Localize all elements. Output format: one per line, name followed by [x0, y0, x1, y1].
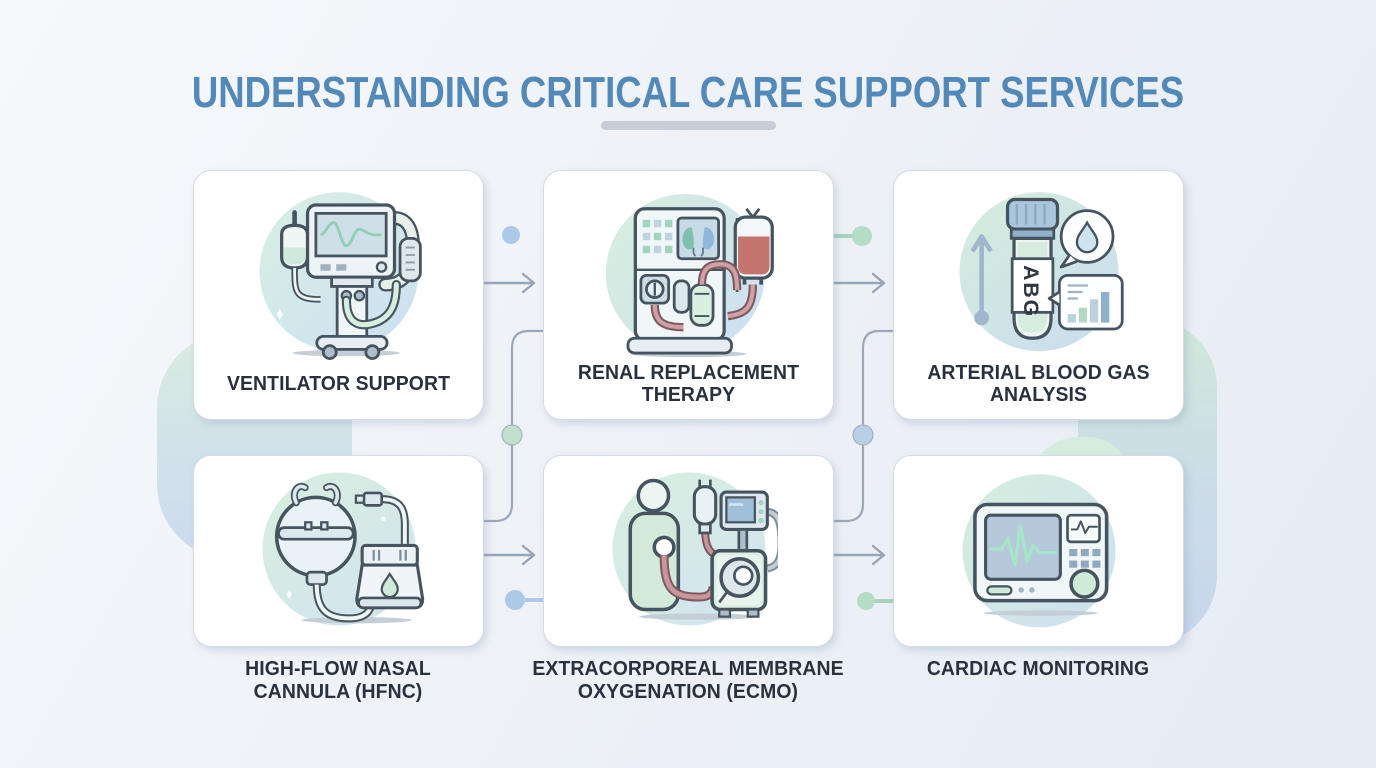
- arrow-right-icon: [831, 544, 886, 566]
- card-label-line: THERAPY: [641, 384, 736, 406]
- connector-dot-blue: [502, 226, 520, 244]
- connector-dot-green: [852, 226, 872, 246]
- abg-label-text: ABG: [1019, 265, 1043, 318]
- card-label: VENTILATOR SUPPORT: [193, 356, 485, 412]
- card-arterial-blood-gas-analysis: ABG ARTERIAL BLOOD GAS ANALYSIS: [893, 170, 1184, 420]
- ventilator-icon: [246, 181, 431, 371]
- card-label-line: CARDIAC MONITORING: [926, 658, 1150, 680]
- cardiac-monitor-icon: [950, 460, 1128, 643]
- card-label: CARDIAC MONITORING: [878, 658, 1198, 681]
- card-label: RENAL REPLACEMENT THERAPY: [543, 356, 835, 412]
- card-label: ARTERIAL BLOOD GAS ANALYSIS: [893, 356, 1185, 412]
- card-high-flow-nasal-cannula: [193, 455, 484, 647]
- arrow-right-icon: [831, 272, 886, 294]
- card-ventilator-support: VENTILATOR SUPPORT: [193, 170, 484, 420]
- card-label: HIGH-FLOW NASAL CANNULA (HFNC): [178, 658, 498, 703]
- card-label-line: ANALYSIS: [989, 384, 1088, 406]
- card-label-line: CANNULA (HFNC): [253, 680, 423, 703]
- connector-dot-blue: [505, 590, 525, 610]
- card-label-line: OXYGENATION (ECMO): [577, 680, 799, 703]
- ecmo-circuit-icon: [600, 460, 786, 643]
- arrow-right-icon: [481, 544, 536, 566]
- nasal-cannula-humidifier-icon: [250, 460, 428, 643]
- card-cardiac-monitoring: [893, 455, 1184, 647]
- connector-dot-teal-mid: [501, 424, 523, 446]
- abg-test-tube-icon: ABG: [946, 181, 1131, 371]
- card-label: EXTRACORPOREAL MEMBRANE OXYGENATION (ECM…: [528, 658, 848, 703]
- card-label-line: HIGH-FLOW NASAL: [245, 658, 431, 680]
- page-title: UNDERSTANDING CRITICAL CARE SUPPORT SERV…: [191, 68, 1185, 117]
- card-label-line: RENAL REPLACEMENT: [577, 361, 800, 384]
- card-renal-replacement-therapy: RENAL REPLACEMENT THERAPY: [543, 170, 834, 420]
- card-label-line: EXTRACORPOREAL MEMBRANE: [532, 658, 844, 680]
- arrow-right-icon: [481, 272, 536, 294]
- card-label-line: VENTILATOR SUPPORT: [226, 372, 451, 395]
- up-arrow-icon: [969, 234, 993, 326]
- connector-dot-green: [857, 592, 875, 610]
- card-ecmo: [543, 455, 834, 647]
- title-underline: [601, 121, 776, 130]
- dialysis-machine-icon: [596, 181, 781, 371]
- connector-dot-blue-mid: [852, 424, 874, 446]
- card-label-line: ARTERIAL BLOOD GAS: [927, 361, 1150, 384]
